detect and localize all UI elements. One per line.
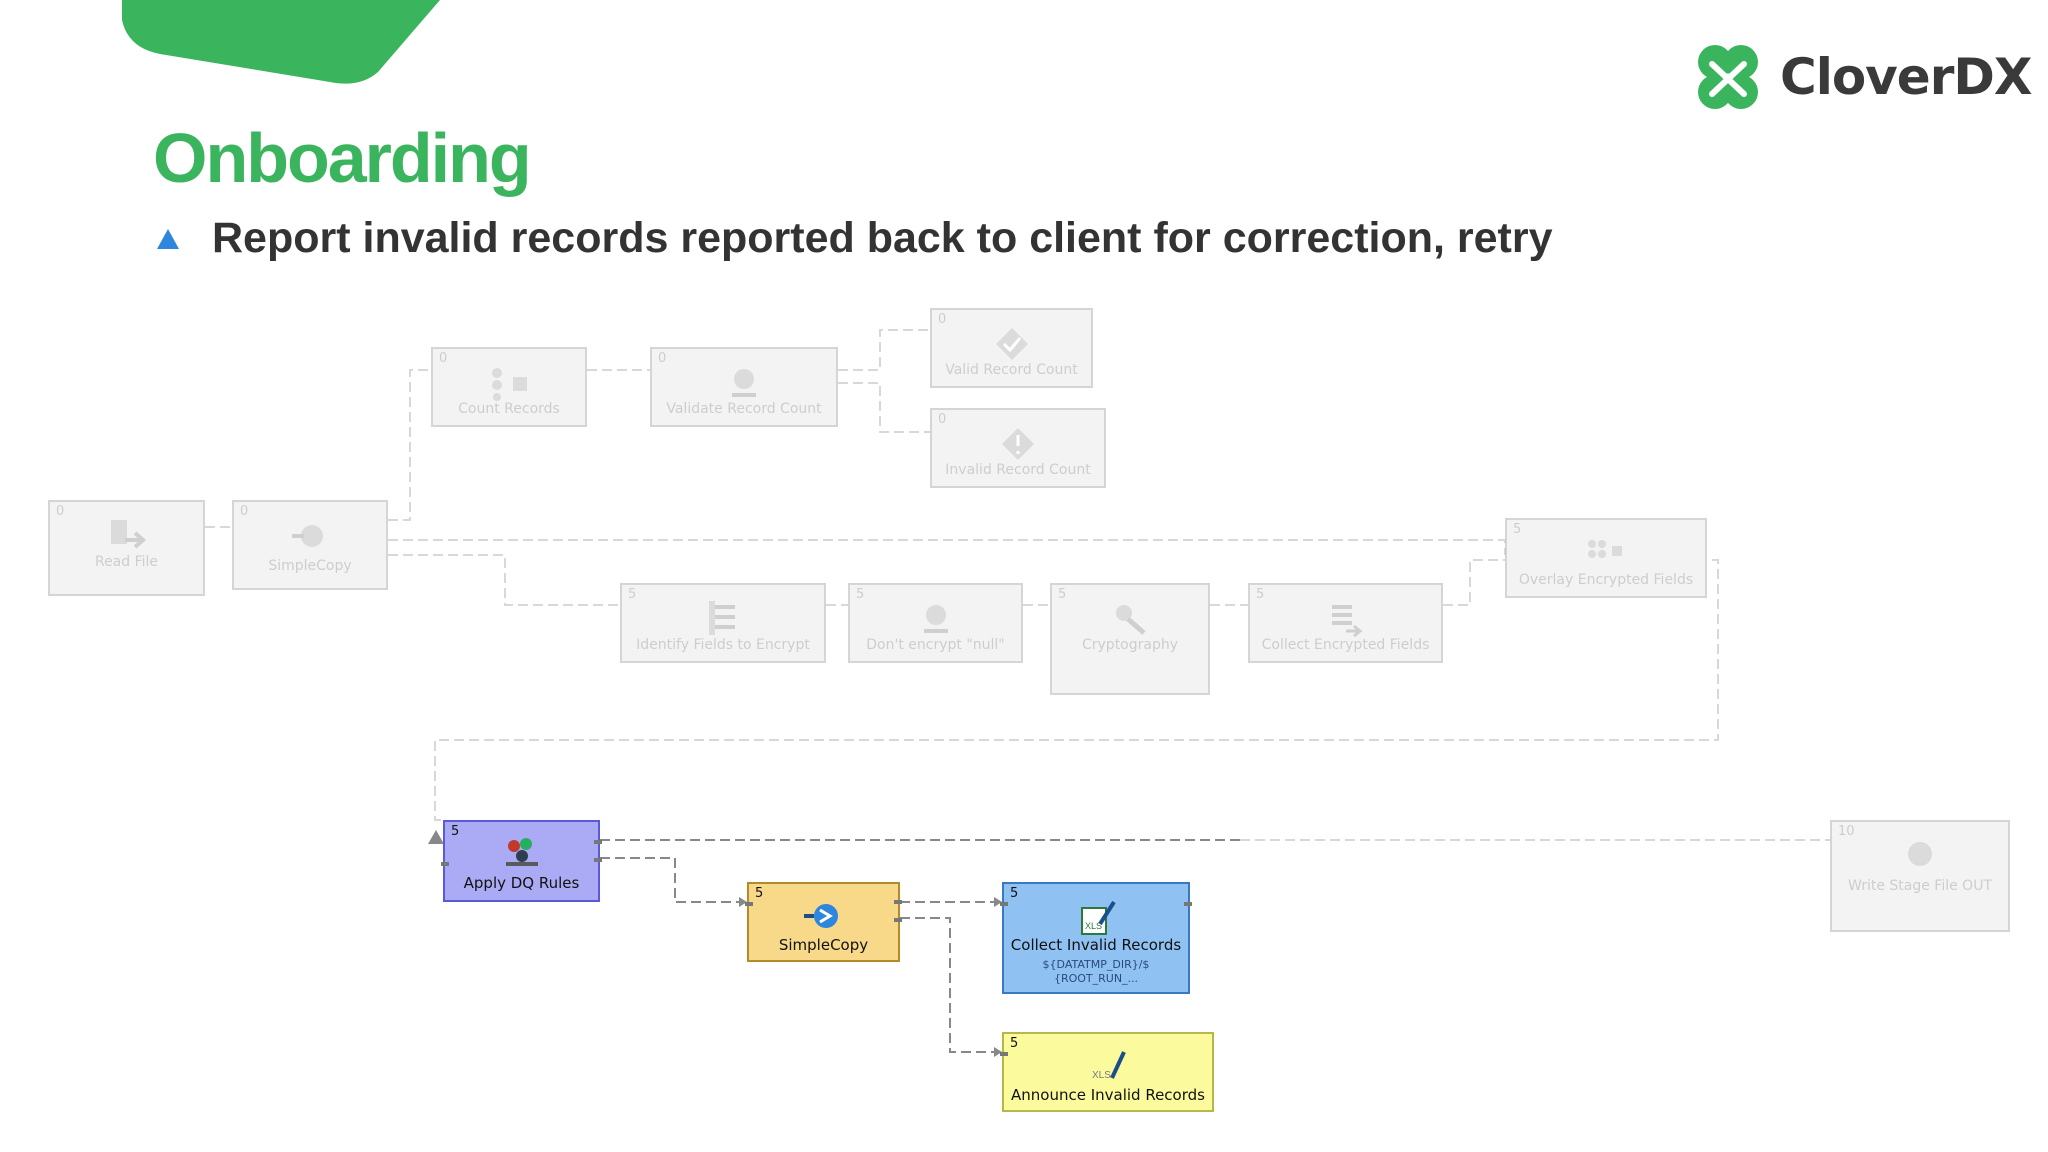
node-phase: 5 (856, 587, 865, 602)
node-phase: 5 (755, 886, 764, 901)
node-phase: 0 (938, 312, 947, 327)
node-label: Write Stage File OUT (1847, 878, 1992, 894)
warning-diamond-icon (932, 422, 1104, 466)
xls-writer-icon: XLS (1004, 1046, 1212, 1090)
node-label: Overlay Encrypted Fields (1518, 572, 1694, 588)
node-label: Collect Encrypted Fields (1261, 637, 1430, 653)
node-simplecopy-mid[interactable]: 5 SimpleCopy (745, 882, 902, 962)
node-label: Cryptography (1081, 637, 1179, 653)
clover-leaf-icon (1698, 45, 1758, 109)
node-identify-fields[interactable]: 5 Identify Fields to Encrypt (620, 583, 826, 663)
node-sub-path: ${DATATMP_DIR}/$ (1042, 958, 1150, 971)
svg-text:XLS: XLS (1092, 1070, 1111, 1081)
node-invalid-record-count[interactable]: 0 Invalid Record Count (930, 408, 1106, 488)
node-label: Don't encrypt "null" (866, 637, 1005, 653)
node-phase: 5 (451, 824, 460, 839)
node-phase: 5 (1010, 886, 1019, 901)
node-phase: 0 (658, 351, 667, 366)
normalizer-icon (622, 597, 824, 641)
node-label: SimpleCopy (778, 936, 869, 954)
simplecopy-icon (234, 514, 386, 558)
logo-text: CloverDX (1780, 48, 2032, 106)
node-simplecopy-top[interactable]: 0 SimpleCopy (232, 500, 388, 590)
cloverdx-logo: CloverDX (1690, 40, 2032, 120)
node-label: Valid Record Count (945, 362, 1078, 378)
node-phase: 10 (1838, 824, 1855, 839)
node-cryptography[interactable]: 5 Cryptography (1050, 583, 1210, 695)
node-valid-record-count[interactable]: 0 Valid Record Count (930, 308, 1093, 388)
key-icon (1052, 597, 1208, 641)
node-read-file[interactable]: 0 Read File (48, 500, 205, 596)
node-count-records[interactable]: 0 Count Records (431, 347, 587, 427)
denormalizer-icon (1250, 597, 1441, 641)
filter-icon (652, 361, 836, 405)
node-dont-encrypt-null[interactable]: 5 Don't encrypt "null" (848, 583, 1023, 663)
svg-text:XLS: XLS (1085, 921, 1102, 931)
file-reader-icon (50, 514, 203, 558)
node-label: Announce Invalid Records (1011, 1086, 1205, 1104)
aggregate-icon (433, 361, 585, 405)
node-label: Apply DQ Rules (463, 874, 580, 892)
node-phase: 5 (1256, 587, 1265, 602)
edge-arrows (428, 830, 1002, 1057)
validator-icon (445, 834, 598, 878)
node-sub-path: {ROOT_RUN_... (1053, 972, 1139, 985)
simplecopy-icon (749, 896, 898, 940)
node-label: Invalid Record Count (945, 462, 1091, 478)
corner-decoration (122, 0, 440, 84)
node-label: Read File (94, 554, 159, 570)
slide-title: Onboarding (153, 119, 532, 197)
node-phase: 5 (1513, 522, 1522, 537)
node-phase: 0 (56, 504, 65, 519)
node-label: Validate Record Count (666, 401, 822, 417)
bullet-text: Report invalid records reported back to … (212, 214, 1553, 262)
node-label: Collect Invalid Records (1010, 936, 1182, 954)
node-label: SimpleCopy (268, 558, 352, 574)
node-phase: 5 (1010, 1036, 1019, 1051)
node-apply-dq-rules[interactable]: 5 Apply DQ Rules (441, 820, 602, 902)
checkmark-diamond-icon (932, 322, 1091, 366)
node-phase: 0 (240, 504, 249, 519)
triangle-bullet-icon (157, 229, 179, 249)
node-collect-invalid-records[interactable]: 5 XLS Collect Invalid Records ${DATATMP_… (1000, 882, 1192, 994)
node-label: Count Records (458, 401, 560, 417)
node-validate-record-count[interactable]: 0 Validate Record Count (650, 347, 838, 427)
join-icon (1507, 532, 1705, 576)
node-write-stage-file-out[interactable]: 10 Write Stage File OUT (1830, 820, 2010, 932)
xls-writer-icon: XLS (1004, 896, 1188, 940)
node-announce-invalid-records[interactable]: 5 XLS Announce Invalid Records (1000, 1032, 1214, 1112)
node-phase: 0 (439, 351, 448, 366)
node-phase: 0 (938, 412, 947, 427)
active-edges (600, 839, 1240, 1053)
node-label: Identify Fields to Encrypt (636, 637, 810, 653)
node-phase: 5 (1058, 587, 1067, 602)
node-collect-encrypted-fields[interactable]: 5 Collect Encrypted Fields (1248, 583, 1443, 663)
node-phase: 5 (628, 587, 637, 602)
node-overlay-encrypted-fields[interactable]: 5 Overlay Encrypted Fields (1505, 518, 1707, 598)
filter-icon (850, 597, 1021, 641)
writer-icon (1832, 834, 2008, 878)
